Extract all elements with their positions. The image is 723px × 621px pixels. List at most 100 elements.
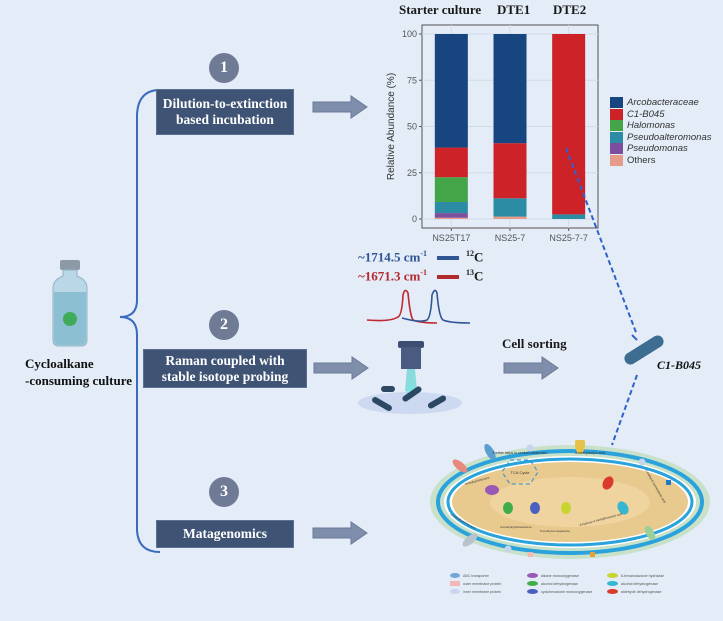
cell-legend-swatch bbox=[450, 573, 460, 578]
cell-legend-label: aldehyde dehydrogenase bbox=[621, 589, 662, 594]
step-3-line1: Matagenomics bbox=[183, 526, 267, 541]
raman-12c-mass: 12 bbox=[466, 249, 474, 258]
raman-spectra bbox=[366, 289, 471, 324]
cell-legend-item: alkane monooxygenase bbox=[527, 573, 579, 578]
legend-swatch bbox=[610, 154, 623, 166]
bar-segment-c1-b045 bbox=[493, 143, 527, 199]
y-tick-label: 50 bbox=[407, 122, 417, 132]
cell-legend-swatch bbox=[607, 581, 618, 586]
chart-column-title: DTE2 bbox=[553, 2, 587, 17]
legend-swatch bbox=[610, 120, 623, 131]
step-1-line1: Dilution-to-extinction bbox=[162, 96, 288, 111]
x-tick-label: NS25T17 bbox=[432, 233, 470, 243]
raman-12c-sup: -1 bbox=[420, 249, 428, 258]
step-3-badge: 3 bbox=[209, 477, 239, 507]
y-tick-label: 75 bbox=[407, 75, 417, 85]
x-tick-label: NS25-7-7 bbox=[549, 233, 588, 243]
cell-legend-swatch bbox=[527, 581, 538, 586]
raman-microscope-icon bbox=[358, 341, 462, 414]
legend-label: Pseudomonas bbox=[627, 143, 688, 154]
y-tick-label: 0 bbox=[412, 214, 417, 224]
cell-legend-label: alcohol dehydrogenase bbox=[621, 581, 659, 586]
bar-segment-pseudoalteromonas bbox=[434, 201, 468, 214]
culture-label-line2: -consuming culture bbox=[25, 373, 133, 388]
cell-legend-swatch bbox=[450, 589, 460, 594]
cell-legend-swatch bbox=[607, 573, 618, 578]
step-2-line2: stable isotope probing bbox=[161, 368, 289, 384]
cell-label-methylcyclohexane: methylcyclohexane bbox=[464, 475, 490, 486]
culture-label: Cycloalkane -consuming culture bbox=[25, 355, 132, 389]
bar-segment-halomonas bbox=[434, 177, 468, 202]
arrow-right-icon bbox=[503, 356, 559, 380]
legend-label: Arcobacteraceae bbox=[627, 97, 699, 108]
cell-legend-label: outer membrane protein bbox=[463, 581, 502, 586]
bacterium-icon bbox=[624, 335, 664, 365]
cell-legend-label: alkane monooxygenase bbox=[541, 573, 579, 578]
cell-sorting-label: Cell sorting bbox=[502, 336, 567, 351]
bar-segment-arcobacteraceae bbox=[493, 34, 527, 144]
legend-item: C1-B045 bbox=[610, 108, 665, 120]
bar-segment-pseudoalteromonas bbox=[493, 198, 527, 217]
y-tick-label: 25 bbox=[407, 168, 417, 178]
raman-13c-wavenumber: ~1671.3 cm bbox=[358, 268, 421, 284]
raman-13c-element: C bbox=[474, 268, 484, 284]
arrow-right-icon bbox=[313, 356, 369, 380]
raman-13c-swatch bbox=[437, 275, 459, 279]
cell-label-adipic: 3-methyladipic acid bbox=[575, 451, 605, 455]
legend-label: Halomonas bbox=[627, 120, 676, 131]
culture-label-line1: Cycloalkane bbox=[25, 356, 94, 371]
legend-label: C1-B045 bbox=[627, 108, 665, 120]
bar-segment-others bbox=[434, 217, 468, 219]
raman-12c-element: C bbox=[474, 249, 484, 265]
bar-segment-pseudomonas bbox=[434, 213, 468, 218]
bar-segment-c1-b045 bbox=[434, 147, 468, 178]
raman-12c-wavenumber: ~1714.5 cm bbox=[358, 249, 421, 265]
cell-legend-label: inner membrane protein bbox=[463, 589, 502, 594]
raman-12c-label: ~1714.5 cm-1 bbox=[358, 249, 427, 265]
raman-12c-isotope: 12C bbox=[466, 249, 483, 265]
y-axis-label: Relative Abundance (%) bbox=[386, 73, 397, 180]
legend-swatch bbox=[610, 131, 623, 143]
legend-swatch bbox=[610, 143, 623, 154]
legend-item: Pseudoalteromonas bbox=[610, 131, 712, 143]
bar-segment-pseudoalteromonas bbox=[552, 214, 586, 219]
step-1-badge: 1 bbox=[209, 53, 239, 83]
culture-vial-icon bbox=[52, 260, 88, 347]
cell-legend-item: outer membrane protein bbox=[450, 581, 501, 586]
cell-label-further-steps: Further steps to central metabolism bbox=[493, 451, 548, 455]
bar-segment-others bbox=[493, 216, 527, 219]
cell-legend-item: alcohol dehydrogenase bbox=[527, 581, 578, 586]
cell-legend-item: inner membrane protein bbox=[450, 589, 501, 594]
legend-item: Pseudomonas bbox=[610, 143, 688, 154]
cell-label-tca: TCA Cycle bbox=[511, 470, 531, 475]
cell-legend-item: ABC transporter bbox=[450, 573, 489, 578]
raman-13c-sup: -1 bbox=[420, 268, 428, 277]
cell-label-oxepanone: 5-methyl-2-oxepanone bbox=[540, 529, 570, 533]
legend-item: Others bbox=[610, 154, 656, 166]
legend-label: Pseudoalteromonas bbox=[627, 131, 712, 143]
cell-legend-swatch bbox=[527, 573, 538, 578]
cell-legend-label: ABC transporter bbox=[463, 573, 489, 578]
legend-item: Arcobacteraceae bbox=[610, 97, 699, 108]
target-taxon-label: C1-B045 bbox=[657, 358, 702, 372]
arrow-right-icon bbox=[312, 95, 368, 119]
x-tick-label: NS25-7 bbox=[495, 233, 526, 243]
cell-metabolism-diagram: Further steps to central metabolism TCA … bbox=[430, 440, 710, 559]
cell-label-cyclohexanone: 4-methylcyclohexanone bbox=[500, 525, 532, 529]
chart-column-title: Starter culture bbox=[399, 2, 482, 17]
raman-13c-isotope: 13C bbox=[466, 268, 483, 284]
raman-12c-swatch bbox=[437, 256, 459, 260]
step-2-line1: Raman coupled with bbox=[165, 352, 285, 368]
bar-segment-arcobacteraceae bbox=[434, 34, 468, 148]
cell-legend-label: cyclohexanone monooxygenase bbox=[541, 589, 593, 594]
step-3-metagenomics-box[interactable]: Matagenomics bbox=[156, 520, 294, 548]
chart-column-title: DTE1 bbox=[497, 2, 531, 17]
raman-13c-mass: 13 bbox=[466, 268, 474, 277]
cell-legend-item: alcohol dehydrogenase bbox=[607, 581, 658, 586]
cell-legend-label: 6-hexanolactone hydrolase bbox=[621, 573, 665, 578]
legend-item: Halomonas bbox=[610, 120, 675, 131]
cell-legend-swatch bbox=[527, 589, 538, 594]
